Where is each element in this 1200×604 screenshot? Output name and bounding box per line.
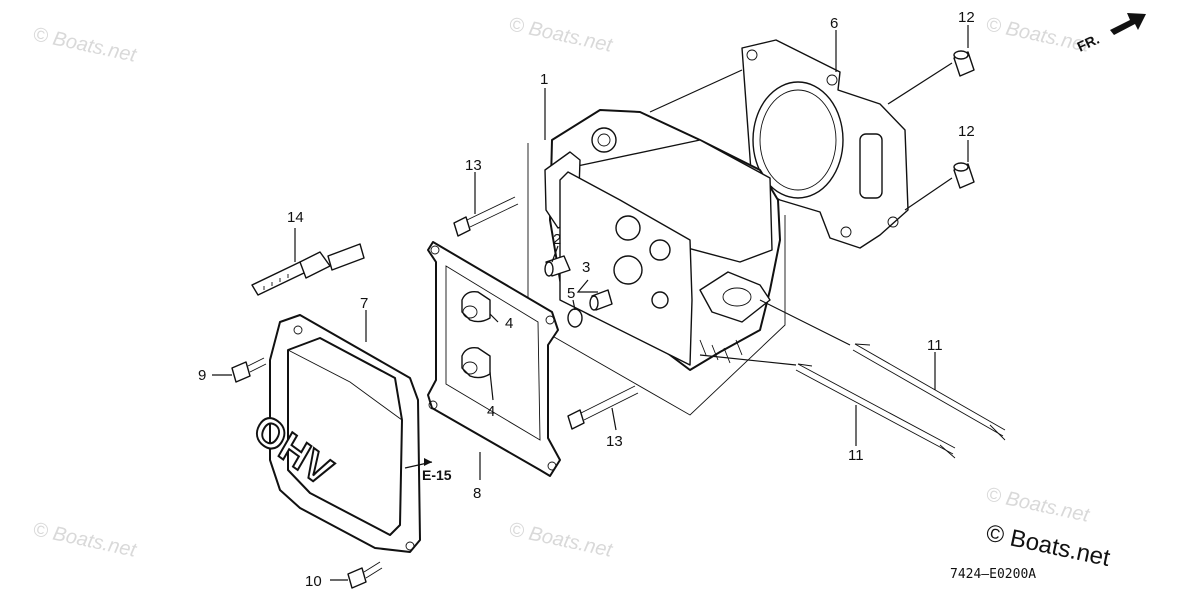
callout-8: 8 bbox=[473, 485, 481, 502]
callout-13: 13 bbox=[465, 157, 482, 174]
spark-plug bbox=[251, 243, 365, 296]
valve-port bbox=[613, 255, 643, 285]
flange-bolt bbox=[347, 561, 383, 589]
head-cover: OHV bbox=[246, 314, 421, 553]
flange-bolt bbox=[231, 357, 267, 383]
valve-port bbox=[615, 215, 641, 241]
assembly-outline bbox=[527, 143, 786, 416]
dowel-pin bbox=[589, 289, 613, 311]
stud-bolt bbox=[795, 363, 956, 459]
watermark: © Boats.net bbox=[984, 13, 1092, 57]
valve-cover-gasket bbox=[427, 241, 561, 477]
callout-1: 1 bbox=[540, 71, 548, 88]
watermark: © Boats.net bbox=[507, 13, 615, 57]
callout-4: 4 bbox=[487, 403, 495, 420]
stud-bolt bbox=[852, 343, 1006, 441]
oil-seal bbox=[461, 290, 491, 323]
callout-6: 6 bbox=[830, 15, 838, 32]
callout-14: 14 bbox=[287, 209, 304, 226]
direction-arrow-icon bbox=[1110, 13, 1146, 35]
reference-label: E-15 bbox=[422, 467, 452, 483]
flange-bolt bbox=[567, 385, 639, 430]
callout-11: 11 bbox=[848, 447, 864, 464]
watermark: © Boats.net bbox=[507, 518, 615, 562]
diagram-code: 7424—E0200A bbox=[950, 567, 1036, 582]
watermark: © Boats.net bbox=[31, 23, 139, 67]
callout-7: 7 bbox=[360, 295, 368, 312]
callout-2: 2 bbox=[553, 231, 561, 248]
callout-3: 3 bbox=[582, 259, 590, 276]
callout-5: 5 bbox=[567, 285, 575, 302]
flange-bolt bbox=[453, 196, 519, 237]
valve-port bbox=[651, 291, 669, 309]
brand-logo: © Boats.net bbox=[984, 519, 1113, 572]
callout-12: 12 bbox=[958, 123, 975, 140]
o-ring bbox=[567, 308, 583, 328]
callout-10: 10 bbox=[305, 573, 322, 590]
callout-13: 13 bbox=[606, 433, 623, 450]
callouts: 1 2 3 4 4 5 6 7 8 9 10 11 11 12 12 13 13… bbox=[198, 9, 975, 590]
dowel-pin bbox=[953, 50, 975, 77]
watermark: © Boats.net bbox=[31, 518, 139, 562]
callout-11: 11 bbox=[927, 337, 943, 354]
valve-port bbox=[649, 239, 671, 261]
head-gasket bbox=[741, 39, 909, 249]
callout-4: 4 bbox=[505, 315, 513, 332]
leader-lines bbox=[212, 25, 969, 581]
callout-12: 12 bbox=[958, 9, 975, 26]
callout-9: 9 bbox=[198, 367, 206, 384]
dowel-pin bbox=[953, 162, 975, 189]
watermark: © Boats.net bbox=[984, 483, 1092, 527]
